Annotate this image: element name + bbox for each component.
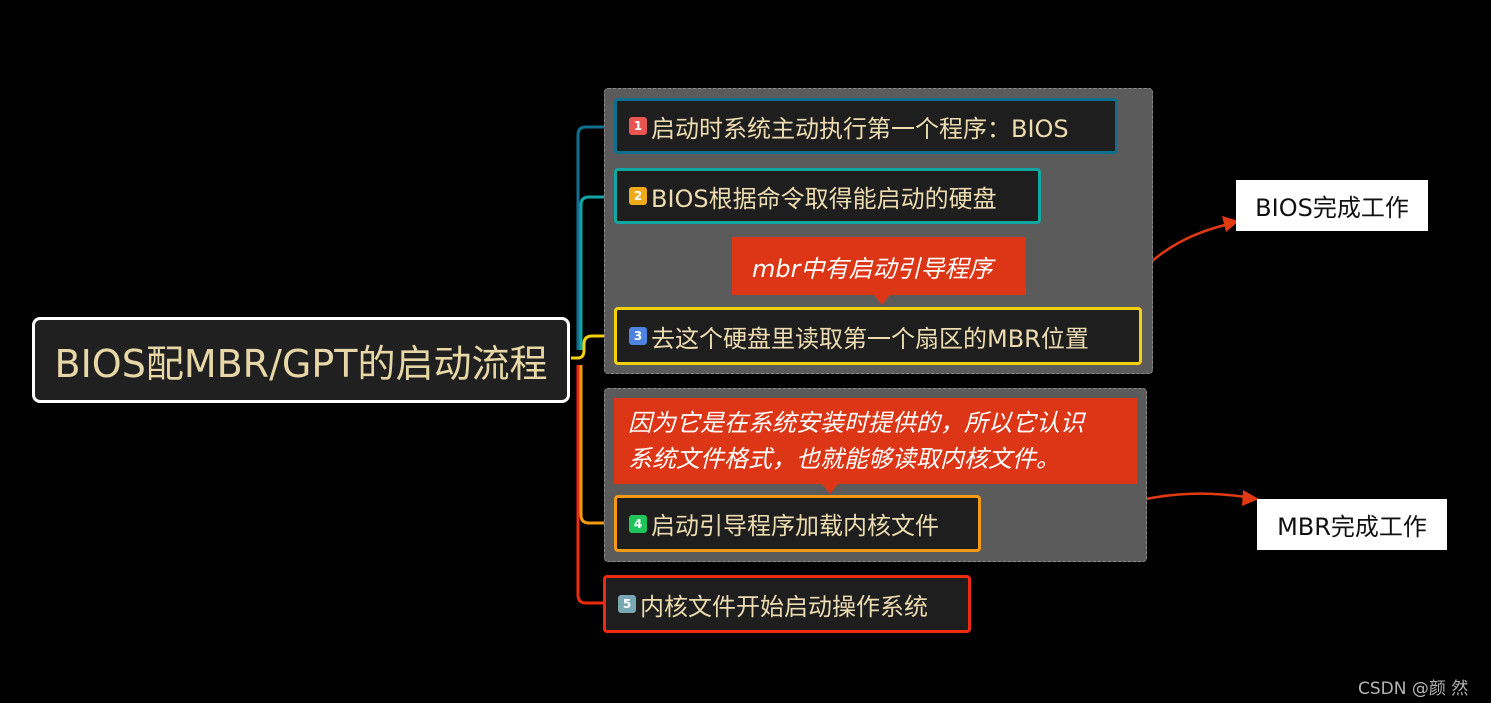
- callout-kernel-note[interactable]: 因为它是在系统安装时提供的，所以它认识 系统文件格式，也就能够读取内核文件。: [614, 398, 1137, 484]
- topic-node-4[interactable]: 4 启动引导程序加载内核文件: [614, 495, 981, 552]
- callout-mbr-bootloader[interactable]: mbr中有启动引导程序: [732, 237, 1026, 295]
- priority-2-icon: 2: [629, 187, 647, 205]
- priority-1-icon: 1: [629, 117, 647, 135]
- callout-kernel-note-line-1: 因为它是在系统安装时提供的，所以它认识: [628, 409, 1084, 437]
- root-topic[interactable]: BIOS配MBR/GPT的启动流程: [32, 317, 570, 403]
- label-bios-done[interactable]: BIOS完成工作: [1236, 180, 1428, 231]
- topic-node-3[interactable]: 3 去这个硬盘里读取第一个扇区的MBR位置: [614, 307, 1142, 365]
- watermark: CSDN @颜 然: [1358, 679, 1469, 699]
- priority-5-icon: 5: [618, 595, 636, 613]
- priority-3-icon: 3: [629, 327, 647, 345]
- topic-node-2[interactable]: 2 BIOS根据命令取得能启动的硬盘: [614, 168, 1041, 224]
- callout-kernel-note-line-2: 系统文件格式，也就能够读取内核文件。: [628, 445, 1060, 473]
- topic-node-1[interactable]: 1 启动时系统主动执行第一个程序：BIOS: [614, 98, 1118, 154]
- topic-node-5-label: 内核文件开始启动操作系统: [640, 592, 928, 621]
- callout-mbr-bootloader-text: mbr中有启动引导程序: [752, 254, 993, 283]
- topic-node-1-label: 启动时系统主动执行第一个程序：BIOS: [651, 114, 1069, 143]
- label-mbr-done[interactable]: MBR完成工作: [1257, 499, 1447, 550]
- priority-4-icon: 4: [629, 514, 647, 533]
- branch-line-5: [576, 365, 605, 605]
- topic-node-5[interactable]: 5 内核文件开始启动操作系统: [603, 575, 971, 633]
- label-bios-done-text: BIOS完成工作: [1255, 194, 1409, 222]
- topic-node-4-label: 启动引导程序加载内核文件: [651, 512, 939, 540]
- topic-node-3-label: 去这个硬盘里读取第一个扇区的MBR位置: [651, 324, 1089, 353]
- topic-node-2-label: BIOS根据命令取得能启动的硬盘: [651, 184, 997, 213]
- label-mbr-done-text: MBR完成工作: [1277, 513, 1427, 541]
- callout-kernel-note-tail: [822, 484, 838, 494]
- root-topic-label: BIOS配MBR/GPT的启动流程: [54, 341, 548, 386]
- callout-mbr-bootloader-tail: [874, 295, 890, 305]
